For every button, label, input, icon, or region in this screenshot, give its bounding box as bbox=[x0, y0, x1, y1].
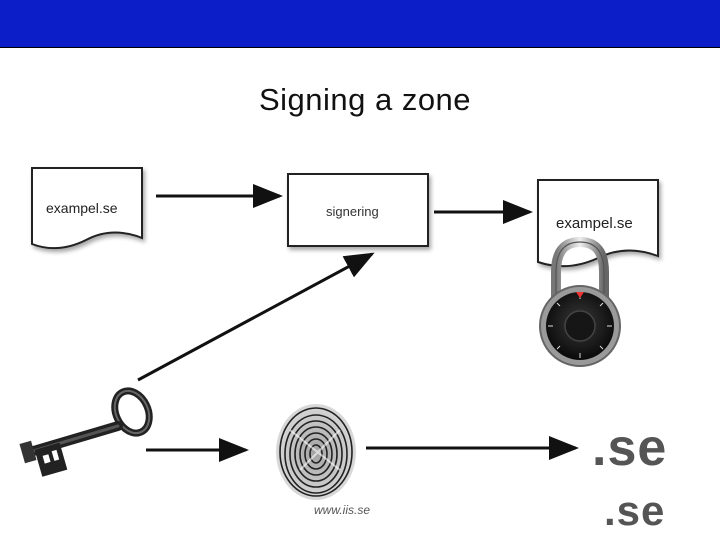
fingerprint-icon bbox=[276, 404, 356, 500]
combination-padlock-icon bbox=[539, 236, 621, 367]
top-bar bbox=[0, 0, 720, 48]
signing-process-box bbox=[287, 173, 429, 247]
signed-document-label: exampel.se bbox=[556, 215, 633, 232]
source-document-label: exampel.se bbox=[46, 200, 118, 216]
arrow-key-to-signing bbox=[137, 252, 375, 382]
slide-title: Signing a zone bbox=[258, 82, 472, 117]
signing-process-label: signering bbox=[326, 204, 379, 219]
tld-small-label: .se bbox=[604, 487, 666, 534]
tld-large-label: .se bbox=[592, 419, 668, 477]
footer-url: www.iis.se bbox=[314, 503, 371, 517]
source-document bbox=[31, 167, 143, 250]
key-icon bbox=[19, 387, 153, 477]
